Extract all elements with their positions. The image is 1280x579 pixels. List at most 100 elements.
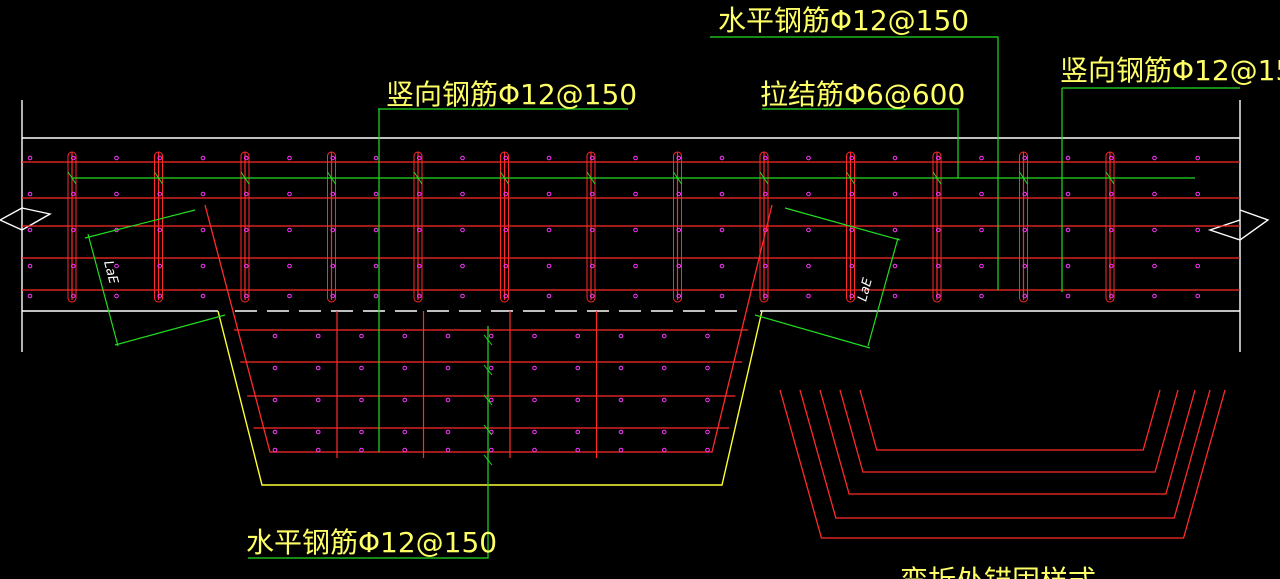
- rebar-dot: [1022, 263, 1028, 269]
- rebar-dot: [979, 191, 984, 197]
- rebar-dot: [272, 447, 278, 453]
- rebar-dot: [532, 429, 537, 435]
- rebar-dot: [806, 227, 811, 233]
- rebar-dot: [589, 263, 595, 269]
- rebar-dot: [243, 191, 249, 197]
- label-top-horizontal-rebar: 水平钢筋Φ12@150: [718, 4, 969, 37]
- rebar-dot: [979, 293, 984, 299]
- rebar-dot: [460, 191, 465, 197]
- rebar-dot: [589, 227, 595, 233]
- rebar-dot: [373, 155, 379, 161]
- rebar-dot: [532, 397, 537, 403]
- wall-bar-hook: [327, 151, 336, 303]
- rebar-dot: [575, 397, 581, 403]
- rebar-dot: [1065, 191, 1071, 197]
- rebar-dot: [546, 293, 552, 299]
- rebar-dot: [373, 227, 379, 233]
- rebar-dot: [1152, 293, 1157, 299]
- rebar-dot: [633, 263, 638, 269]
- rebar-dot: [719, 155, 725, 161]
- rebar-dot: [633, 191, 638, 197]
- rebar-dot: [935, 191, 941, 197]
- rebar-dot: [892, 293, 898, 299]
- rebar-dot: [243, 227, 249, 233]
- rebar-dot: [618, 333, 624, 339]
- rebar-dot: [460, 227, 465, 233]
- rebar-dot: [114, 263, 119, 269]
- rebar-dot: [416, 293, 422, 299]
- rebar-dot: [719, 293, 725, 299]
- rebar-dot: [719, 263, 725, 269]
- rebar-dot: [806, 293, 811, 299]
- rebar-dot: [315, 447, 321, 453]
- rebar-dot: [287, 155, 292, 161]
- rebar-dot: [200, 293, 206, 299]
- rebar-dot: [849, 155, 855, 161]
- rebar-dot: [849, 293, 855, 299]
- rebar-dot: [661, 333, 667, 339]
- rebar-dot: [849, 191, 855, 197]
- rebar-dot: [27, 227, 33, 233]
- rebar-dot: [705, 429, 710, 435]
- bend-anchor-bar: [819, 389, 1196, 495]
- wall-bar-hook: [240, 151, 250, 303]
- rebar-dot: [503, 227, 509, 233]
- rebar-dot: [618, 447, 624, 453]
- rebar-dot: [575, 333, 581, 339]
- rebar-dot: [1152, 227, 1157, 233]
- rebar-dot: [1152, 191, 1157, 197]
- wall-bar-hook: [1019, 151, 1028, 303]
- pit-rebar: [204, 204, 773, 466]
- rebar-dot: [243, 263, 249, 269]
- rebar-dot: [402, 333, 408, 339]
- rebar-dot: [287, 227, 292, 233]
- label-right-vertical-rebar: 竖向钢筋Φ12@150: [1060, 54, 1280, 87]
- rebar-dot: [402, 397, 408, 403]
- rebar-dot: [70, 191, 76, 197]
- rebar-dot: [935, 227, 941, 233]
- wall-bar-hook: [500, 151, 509, 303]
- label-bend-anchor-style: 弯折处锚固样式: [900, 564, 1096, 579]
- rebar-dot: [70, 227, 76, 233]
- rebar-dot: [589, 155, 595, 161]
- rebar-dot: [705, 447, 710, 453]
- rebar-dot: [330, 293, 336, 299]
- rebar-dot: [676, 263, 682, 269]
- rebar-dot: [200, 263, 206, 269]
- rebar-dot: [532, 365, 537, 371]
- rebar-dot: [589, 293, 595, 299]
- rebar-dot: [359, 333, 364, 339]
- rebar-dot: [200, 191, 206, 197]
- rebar-dot: [676, 227, 682, 233]
- rebar-dot: [70, 263, 76, 269]
- rebar-dot: [806, 191, 811, 197]
- rebar-dot: [272, 397, 278, 403]
- rebar-dot: [762, 293, 768, 299]
- rebar-dot: [416, 263, 422, 269]
- rebar-dot: [503, 263, 509, 269]
- rebar-dot: [1195, 293, 1201, 299]
- rebar-dot: [416, 155, 422, 161]
- rebar-dot: [70, 155, 76, 161]
- rebar-dot: [488, 397, 494, 403]
- rebar-dot: [503, 191, 509, 197]
- rebar-dot: [359, 365, 364, 371]
- rebar-dot: [287, 263, 292, 269]
- rebar-dot: [705, 397, 710, 403]
- rebar-dot: [1108, 155, 1114, 161]
- label-tie-bar: 拉结筋Φ6@600: [760, 78, 965, 111]
- wall-bar-hook: [413, 151, 423, 303]
- rebar-dot: [676, 293, 682, 299]
- wall-bar-hook: [673, 151, 682, 303]
- rebar-dot: [618, 365, 624, 371]
- rebar-dot: [272, 333, 278, 339]
- wall-rebar: [22, 151, 1240, 303]
- rebar-dot: [330, 263, 336, 269]
- rebar-dot: [157, 191, 163, 197]
- rebar-dot: [445, 365, 451, 371]
- wall-bar-hook: [586, 151, 596, 303]
- rebar-dot: [589, 191, 595, 197]
- rebar-dot: [157, 155, 163, 161]
- leader-lines: [72, 36, 1240, 559]
- rebar-dot: [1152, 263, 1157, 269]
